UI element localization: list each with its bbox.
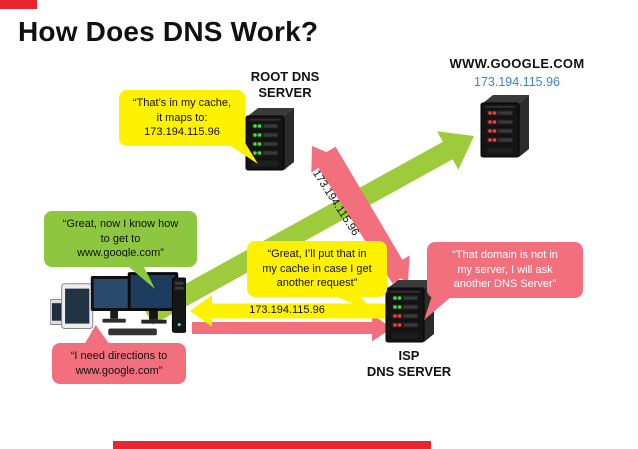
root-to-isp-arrow (324, 146, 410, 282)
google-domain-label: WWW.GOOGLE.COM (449, 56, 585, 71)
bubble-root-cache: “That’s in my cache, it maps to: 173.194… (119, 90, 245, 146)
root-dns-label: ROOT DNS SERVER (250, 69, 320, 100)
client-to-isp-arrow (192, 314, 392, 342)
google-ip-label: 173.194.115.96 (474, 75, 560, 89)
isp-to-client-arrow (190, 295, 390, 327)
red-accent-bottom (113, 441, 431, 449)
isp-dns-label: ISP DNS SERVER (366, 348, 452, 379)
root-dns-server-icon (242, 106, 298, 174)
bubble-isp-ask: “That domain is not in my server, I will… (427, 242, 583, 298)
client-devices-icon (50, 272, 186, 336)
isp-to-client-arrow-label: 173.194.115.96 (249, 304, 325, 316)
page-title: How Does DNS Work? (18, 16, 319, 47)
client-to-google-arrow (143, 131, 474, 325)
google-server-icon (477, 93, 533, 161)
bubble-client-ask: “I need directions to www.google.com” (52, 343, 186, 385)
bubble-isp-cache: “Great, I’ll put that in my cache in cas… (247, 241, 387, 297)
red-accent-top (0, 0, 37, 9)
isp-dns-server-icon (382, 278, 438, 346)
